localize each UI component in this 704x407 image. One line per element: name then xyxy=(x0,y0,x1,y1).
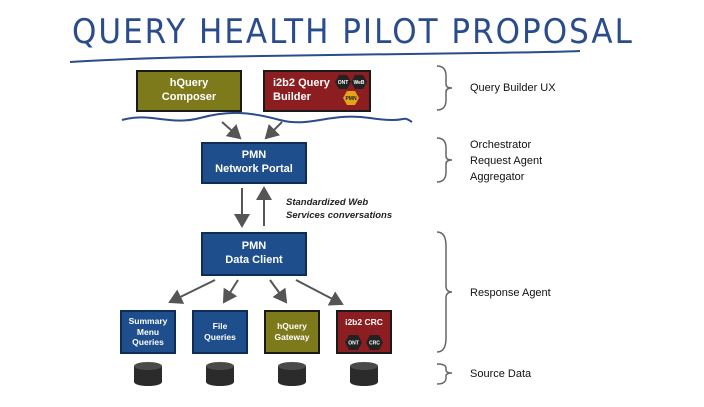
file-line1: File xyxy=(212,321,228,332)
i2b2-hexagon-icon: ONT WeB PMN xyxy=(335,75,367,105)
i2b2-crc-box: i2b2 CRC ONT CRC xyxy=(336,310,392,354)
bracket-query-builder xyxy=(436,65,453,111)
client-line2: Data Client xyxy=(225,254,283,266)
summary-line3: Queries xyxy=(132,337,164,348)
i2b2-builder-line1: i2b2 Query xyxy=(273,77,330,90)
hquery-gateway-box: hQuery Gateway xyxy=(264,310,320,354)
database-cylinder-icon xyxy=(350,362,378,386)
hquery-composer-line1: hQuery xyxy=(169,77,209,90)
arrow-to-file xyxy=(222,279,239,304)
file-queries-box: File Queries xyxy=(192,310,248,354)
arrow-to-summary xyxy=(168,279,216,304)
crc-hex-crc-label: CRC xyxy=(369,341,380,347)
pmn-network-portal-box: PMN Network Portal xyxy=(201,142,307,184)
hex-pmn-label: PMN xyxy=(345,96,357,102)
wavy-separator xyxy=(121,111,413,124)
file-line2: Queries xyxy=(204,332,236,342)
portal-line2: Network Portal xyxy=(215,163,293,175)
gateway-line2: Gateway xyxy=(274,332,310,342)
note-line1: Standardized Web xyxy=(286,197,369,208)
hquery-composer-line2: Composer xyxy=(161,91,217,103)
portal-line1: PMN xyxy=(241,149,267,162)
summary-line1: Summary xyxy=(128,316,168,327)
arrow-to-crc xyxy=(295,279,344,306)
layer-label-query-builder: Query Builder UX xyxy=(470,82,556,94)
gateway-line1: hQuery xyxy=(277,321,307,332)
orchestrator-line3: Aggregator xyxy=(470,171,525,183)
bracket-source xyxy=(436,363,453,385)
crc-label: i2b2 CRC xyxy=(345,317,383,327)
crc-hex-ont-label: ONT xyxy=(348,341,359,347)
layer-label-source: Source Data xyxy=(470,368,532,380)
title-underline xyxy=(69,50,581,63)
bracket-orchestrator xyxy=(436,137,453,183)
summary-line2: Menu xyxy=(136,326,160,337)
orchestrator-line1: Orchestrator xyxy=(470,139,532,151)
i2b2-builder-line2: Builder xyxy=(273,91,311,103)
note-line2: Services conversations xyxy=(286,210,393,221)
database-cylinder-icon xyxy=(278,362,306,386)
arrow-composer-to-portal xyxy=(221,121,242,140)
hex-web-label: WeB xyxy=(353,80,364,86)
database-cylinder-icon xyxy=(206,362,234,386)
standardized-web-services-note: Standardized Web Services conversations xyxy=(286,196,392,222)
arrow-builder-to-portal xyxy=(264,121,283,140)
layer-label-response: Response Agent xyxy=(470,287,551,299)
page-title: QUERY HEALTH PILOT PROPOSAL xyxy=(72,12,634,52)
hquery-composer-box: hQuery Composer xyxy=(136,70,242,112)
summary-menu-queries-box: Summary Menu Queries xyxy=(120,310,176,354)
i2b2-query-builder-box: i2b2 Query Builder ONT WeB PMN xyxy=(263,70,371,112)
hex-ont-label: ONT xyxy=(338,80,349,86)
pmn-data-client-box: PMN Data Client xyxy=(201,232,307,276)
arrow-to-gateway xyxy=(269,279,288,304)
database-cylinder-icon xyxy=(134,362,162,386)
bracket-response xyxy=(436,231,453,353)
client-line1: PMN xyxy=(241,240,267,253)
layer-label-orchestrator: Orchestrator Request Agent Aggregator xyxy=(470,137,542,185)
orchestrator-line2: Request Agent xyxy=(470,155,543,167)
crc-hexagon-icon: ONT CRC xyxy=(345,335,383,350)
